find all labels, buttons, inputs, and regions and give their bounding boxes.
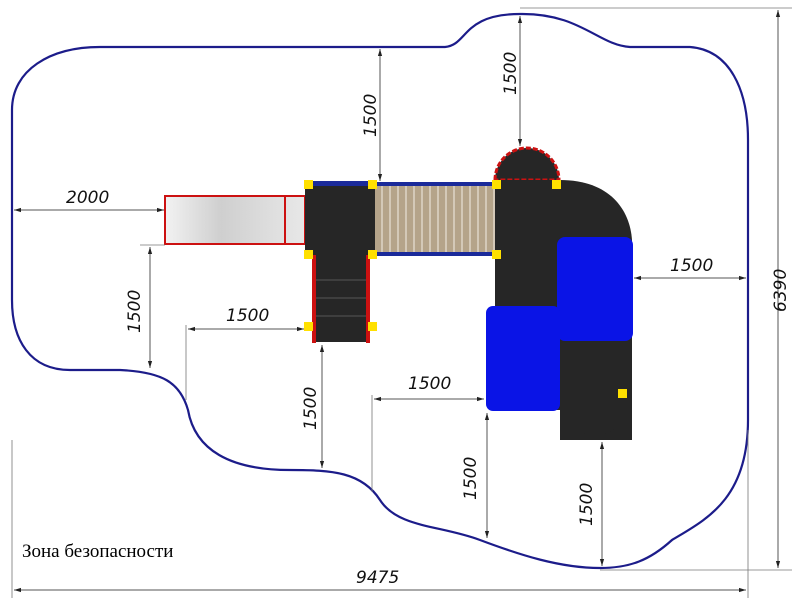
bridge (375, 183, 495, 255)
corner-posts (304, 180, 627, 398)
dim-bridge-top: 1500 (361, 94, 381, 137)
safety-zone-caption: Зона безопасности (22, 541, 173, 562)
lower-platform (560, 340, 630, 435)
dim-overall-height: 6390 (771, 269, 791, 312)
dim-overall-width: 9475 (356, 568, 399, 588)
dim-tunnel-bottom: 1500 (461, 457, 481, 500)
stair-rail-left (312, 255, 316, 343)
dim-tube-bottom: 1500 (577, 483, 597, 526)
dim-stairs-bottom: 1500 (301, 387, 321, 430)
tower-roof-dome (493, 146, 561, 182)
blue-tunnel-left (486, 306, 560, 411)
playground-equipment (164, 146, 633, 440)
dim-stairs-left: 1500 (226, 306, 269, 326)
bridge-rail-top (375, 182, 495, 186)
bridge-rail-bottom (375, 252, 495, 256)
dim-tunnel-left: 1500 (408, 374, 451, 394)
bridge-slats (381, 186, 495, 252)
dim-tube-right: 1500 (670, 256, 713, 276)
dimension-lines (11, 7, 792, 598)
safety-zone-outline (10, 12, 750, 570)
blue-tunnel-right (557, 237, 633, 341)
dim-slide-left: 2000 (66, 188, 109, 208)
platform-1 (305, 182, 375, 255)
stair-rail-right (366, 255, 370, 343)
dim-tower-top: 1500 (501, 52, 521, 95)
dim-slide-bottom: 1500 (125, 290, 145, 333)
platform-rail (313, 181, 368, 186)
stair-steps (315, 279, 369, 317)
